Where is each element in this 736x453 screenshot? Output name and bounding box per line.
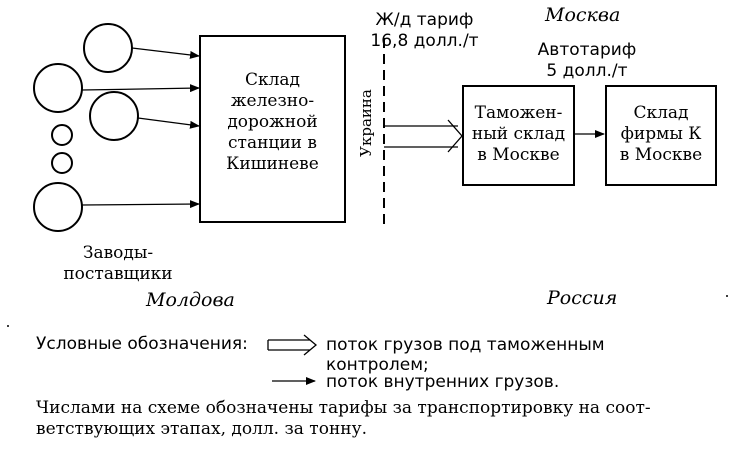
firm-warehouse-box — [605, 85, 717, 186]
chisinau-warehouse-line-5: Кишиневе — [226, 154, 319, 174]
factories-label-line-1: Заводы- — [82, 243, 154, 263]
customs-warehouse-box — [462, 85, 575, 186]
chisinau-warehouse-line-3: дорожной — [227, 112, 318, 132]
legend-title: Условные обозначения: — [36, 334, 248, 354]
factory-arrow-1 — [131, 47, 200, 59]
auto-tariff-line-2: 5 долл./т — [546, 61, 628, 81]
factory-circle-small-1 — [51, 124, 73, 146]
customs-warehouse-label: Таможен- ный склад в Москве — [463, 103, 574, 166]
customs-warehouse-line-2: ный склад — [471, 124, 566, 144]
chisinau-warehouse-label: Склад железно- дорожной станции в Кишине… — [200, 70, 345, 175]
note-line-1: Числами на схеме обозначены тарифы за тр… — [36, 398, 651, 418]
chisinau-warehouse-line-2: железно- — [230, 91, 315, 111]
legend-customs-flow-line-2: контролем; — [326, 355, 429, 375]
firm-warehouse-line-1: Склад — [633, 103, 689, 123]
firm-warehouse-line-3: в Москве — [619, 145, 703, 165]
legend-customs-flow-line-1: поток грузов под таможенным — [326, 335, 605, 355]
factory-circle-small-2 — [51, 152, 73, 174]
factory-arrow-3 — [137, 117, 200, 129]
legend-internal-flow: поток внутренних грузов. — [326, 372, 560, 392]
moscow-label: Москва — [545, 4, 621, 26]
chisinau-warehouse-line-1: Склад — [244, 70, 301, 90]
firm-warehouse-line-2: фирмы К — [620, 124, 702, 144]
stray-dot-1 — [7, 325, 9, 327]
factory-circle-1 — [83, 23, 133, 73]
customs-warehouse-line-3: в Москве — [477, 145, 560, 165]
factories-label: Заводы- поставщики — [58, 243, 178, 285]
russia-label: Россия — [547, 287, 618, 309]
rail-tariff-line-1: Ж/д тариф — [375, 10, 474, 30]
stray-dot-2 — [726, 295, 728, 297]
factory-arrow-4 — [81, 200, 200, 209]
factory-circle-2 — [33, 63, 83, 113]
factory-circle-4 — [33, 182, 83, 232]
ukraine-label: Украина — [357, 89, 375, 157]
factories-label-line-2: поставщики — [63, 264, 173, 284]
auto-tariff-label: Автотариф 5 долл./т — [522, 40, 652, 82]
moldova-label: Молдова — [146, 289, 235, 311]
factory-arrow-2 — [81, 84, 200, 93]
firm-warehouse-label: Склад фирмы К в Москве — [606, 103, 716, 166]
note-text: Числами на схеме обозначены тарифы за тр… — [36, 398, 651, 440]
rail-tariff-label: Ж/д тариф 16,8 долл./т — [362, 10, 487, 52]
note-line-2: ветствующих этапах, долл. за тонну. — [36, 419, 368, 439]
legend-customs-flow: поток грузов под таможенным контролем; — [326, 335, 605, 375]
legend-double-arrow-icon — [267, 334, 318, 356]
rail-tariff-line-2: 16,8 долл./т — [370, 31, 479, 51]
chisinau-warehouse-line-4: станции в — [228, 133, 317, 153]
chisinau-warehouse-box — [199, 35, 346, 223]
auto-tariff-line-1: Автотариф — [537, 40, 637, 60]
customs-warehouse-line-1: Таможен- — [474, 103, 563, 123]
factory-circle-3 — [89, 91, 139, 141]
